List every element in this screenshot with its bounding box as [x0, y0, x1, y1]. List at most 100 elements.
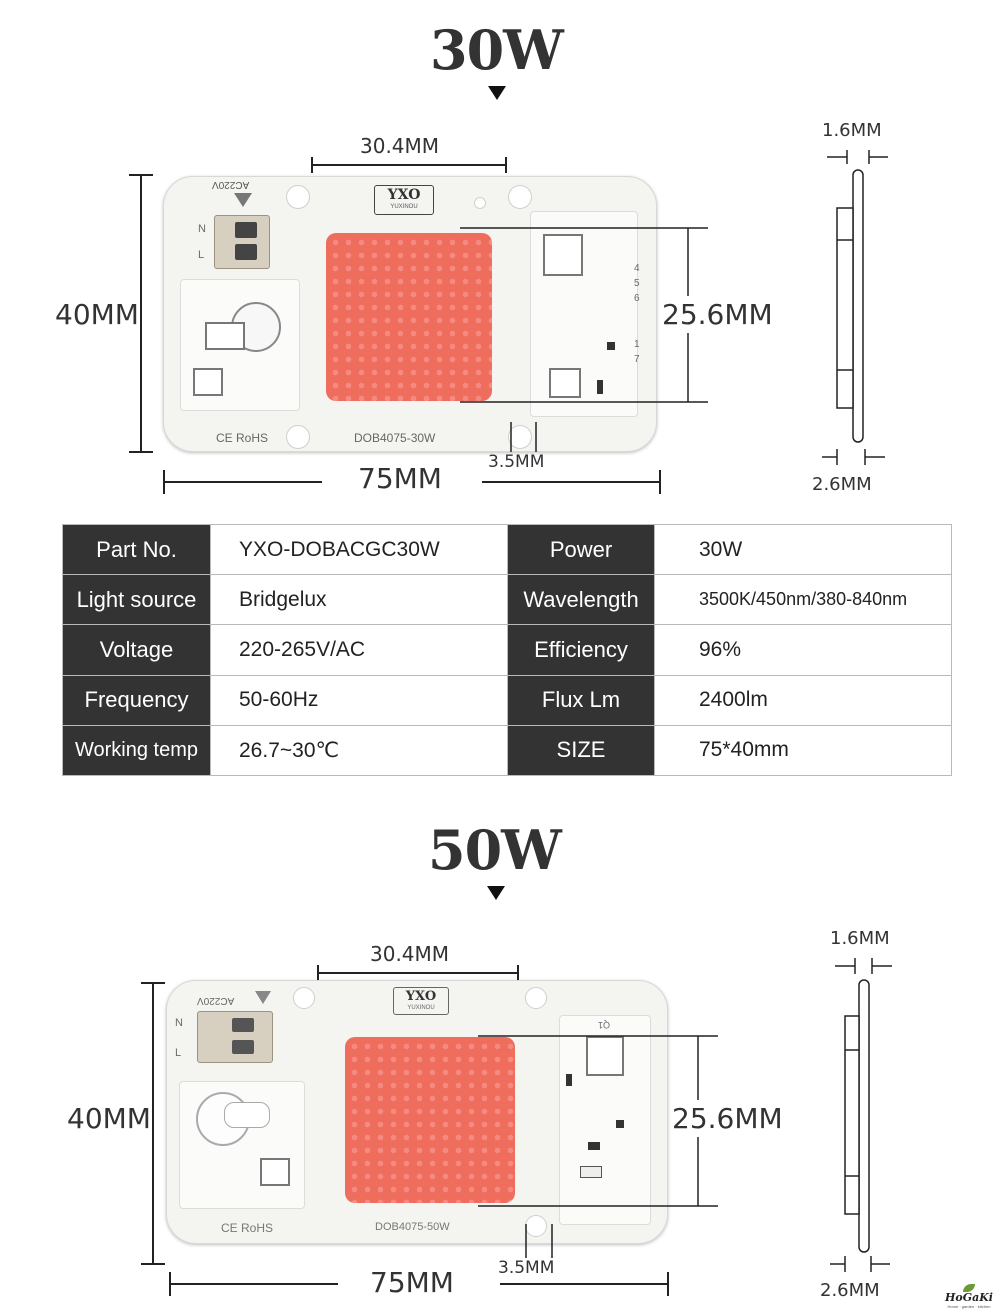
- mosfet-chip: [586, 1036, 624, 1076]
- dim-line-gap: [525, 1224, 553, 1258]
- table-row: Part No. YXO-DOBACGC30W Power 30W: [62, 523, 952, 576]
- pin-n-label: N: [175, 1017, 183, 1029]
- mosfet-chip: [543, 234, 583, 276]
- pin-l-label: L: [198, 249, 205, 261]
- dim-line-gap: [510, 422, 537, 452]
- pin-l-label: L: [175, 1047, 182, 1059]
- mount-hole: [525, 987, 547, 1009]
- driver-chip: [260, 1158, 290, 1186]
- dim-line-top: [317, 965, 519, 981]
- spec-key: Light source: [62, 574, 211, 626]
- dim-gap: 3.5MM: [488, 452, 545, 472]
- spec-value: 220-265V/AC: [210, 624, 508, 676]
- led-board-30w: YXO YUXINOU AC220V N L CE RoHS DOB4075-3…: [163, 176, 657, 452]
- mount-hole: [286, 425, 310, 449]
- dim-profile-thickness: 1.6MM: [822, 120, 882, 141]
- ce-rohs-mark: CE RoHS: [216, 431, 269, 445]
- brand-logo: YXO YUXINOU: [374, 185, 434, 215]
- spec-key: Frequency: [62, 674, 211, 726]
- led-array: [345, 1037, 515, 1203]
- pin-label-17: 1 7: [634, 339, 640, 365]
- mount-hole: [286, 185, 310, 209]
- driver-pad-left: [180, 279, 300, 411]
- spec-key: Wavelength: [507, 574, 655, 626]
- resistor: [597, 380, 603, 394]
- down-arrow-icon: [488, 86, 506, 100]
- dim-profile-total: 2.6MM: [820, 1280, 880, 1301]
- spec-key: Efficiency: [507, 624, 655, 676]
- spec-key: Working temp: [62, 724, 211, 777]
- ac-label: AC220V: [197, 995, 235, 1006]
- dim-led-height: 25.6MM: [672, 1100, 783, 1137]
- brand-sub: YUXINOU: [390, 204, 418, 210]
- mount-hole: [293, 987, 315, 1009]
- ce-rohs-mark: CE RoHS: [221, 1221, 274, 1235]
- dim-line-top: [311, 157, 507, 173]
- ac-label: AC220V: [212, 179, 250, 190]
- dim-led-height: 25.6MM: [662, 296, 773, 333]
- resistor: [616, 1120, 624, 1128]
- connector-slot: [235, 222, 257, 238]
- watermark-logo: HoGaKi Home · garden · kitchen: [944, 1284, 994, 1309]
- dim-line-bottom: [169, 1272, 669, 1296]
- dim-led-width: 30.4MM: [370, 942, 450, 966]
- dim-profile-total: 2.6MM: [812, 474, 872, 495]
- spec-value: 2400lm: [654, 674, 952, 726]
- brand-logo: YXO YUXINOU: [393, 987, 449, 1015]
- dim-board-width: 75MM: [358, 462, 442, 495]
- leaf-icon: [963, 1284, 975, 1292]
- brand-logo-text: YXO: [405, 989, 437, 1004]
- spec-value: 50-60Hz: [210, 674, 508, 726]
- brand-sub: YUXINOU: [407, 1005, 435, 1011]
- profile-view-50w: [830, 958, 892, 1272]
- rectifier-chip: [205, 322, 245, 350]
- spec-value: 3500K/450nm/380-840nm: [654, 574, 952, 626]
- diode-chip: [549, 368, 581, 398]
- dim-board-width: 75MM: [370, 1266, 454, 1299]
- title-50w: 50W: [428, 818, 562, 882]
- led-array: [326, 233, 492, 401]
- connector-slot: [232, 1040, 254, 1054]
- diode: [588, 1142, 600, 1150]
- dim-board-height: 40MM: [55, 296, 139, 333]
- pin-n-label: N: [198, 223, 206, 235]
- model-label: DOB4075-50W: [375, 1221, 450, 1233]
- led-board-50w: YXO YUXINOU AC220V N L CE RoHS DOB4075-5…: [166, 980, 668, 1244]
- spec-key: Voltage: [62, 624, 211, 676]
- resistor: [607, 342, 615, 350]
- table-row: Light source Bridgelux Wavelength 3500K/…: [62, 574, 952, 626]
- spec-value: Bridgelux: [210, 574, 508, 626]
- warning-icon: [234, 193, 252, 207]
- spec-key: Flux Lm: [507, 674, 655, 726]
- dim-line-left: [129, 174, 153, 453]
- spec-value: 30W: [654, 523, 952, 576]
- brand-logo-text: YXO: [387, 187, 421, 203]
- down-arrow-icon: [487, 886, 505, 900]
- spec-value: 96%: [654, 624, 952, 676]
- title-30w: 30W: [430, 18, 564, 82]
- table-row: Frequency 50-60Hz Flux Lm 2400lm: [62, 674, 952, 726]
- driver-pad-right: Q1: [559, 1015, 651, 1225]
- mount-hole: [508, 425, 532, 449]
- rectifier-chip: [224, 1102, 270, 1128]
- spec-key: Power: [507, 523, 655, 576]
- profile-view-30w: [822, 150, 888, 465]
- spec-value: 75*40mm: [654, 724, 952, 777]
- table-row: Working temp 26.7~30℃ SIZE 75*40mm: [62, 724, 952, 777]
- spec-key: SIZE: [507, 724, 655, 777]
- watermark-name: HoGaKi: [945, 1291, 993, 1304]
- dim-board-height: 40MM: [67, 1100, 151, 1137]
- spec-table: Part No. YXO-DOBACGC30W Power 30W Light …: [62, 523, 952, 777]
- pin-label-456: 4 5 6: [634, 263, 640, 304]
- driver-pad-left: [179, 1081, 305, 1209]
- connector-slot: [232, 1018, 254, 1032]
- spec-value: YXO-DOBACGC30W: [210, 523, 508, 576]
- dim-line-left: [141, 982, 165, 1265]
- dim-line-bottom: [163, 470, 661, 494]
- driver-pad-right: [530, 211, 638, 417]
- spec-key: Part No.: [62, 523, 211, 576]
- mount-hole: [508, 185, 532, 209]
- q1-label: Q1: [598, 1020, 611, 1030]
- small-hole: [474, 197, 486, 209]
- table-row: Voltage 220-265V/AC Efficiency 96%: [62, 624, 952, 676]
